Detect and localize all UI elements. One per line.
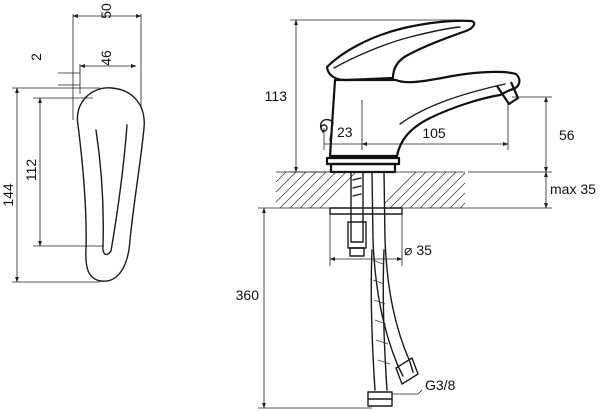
dim-side-height-body: 112	[23, 159, 39, 182]
hose-fitting-right	[395, 357, 419, 385]
front-view: 113 56 max 35 105 23 ⌀ 35 360 G3/8	[236, 19, 596, 409]
dim-counter-thickness: max 35	[550, 181, 596, 197]
dim-side-width-body: 46	[98, 50, 114, 66]
lever-handle	[325, 19, 476, 82]
side-view-body-outline	[76, 87, 145, 282]
dim-side-gap: 2	[28, 53, 44, 61]
lever-inner-line	[333, 26, 461, 69]
dim-tail-diameter: ⌀ 35	[404, 242, 432, 258]
dim-side-width-total: 50	[98, 3, 114, 19]
threaded-stud	[350, 171, 364, 243]
dim-hose-length: 360	[236, 287, 260, 303]
dim-front-height: 113	[265, 88, 288, 104]
dim-control-offset: 23	[337, 124, 353, 140]
dim-spout-reach: 105	[422, 125, 446, 141]
flexible-hose	[371, 171, 404, 377]
aerator	[496, 81, 520, 106]
dim-hose-thread: G3/8	[425, 377, 456, 393]
countertop	[275, 171, 466, 209]
faucet-body	[328, 70, 521, 158]
side-view-inner-line	[95, 124, 128, 256]
dim-side-height-total: 144	[0, 183, 16, 207]
spout-inner-line	[399, 83, 506, 125]
side-view: 50 46 2 144 112	[0, 3, 145, 283]
dim-aerator-offset: 56	[559, 127, 575, 143]
